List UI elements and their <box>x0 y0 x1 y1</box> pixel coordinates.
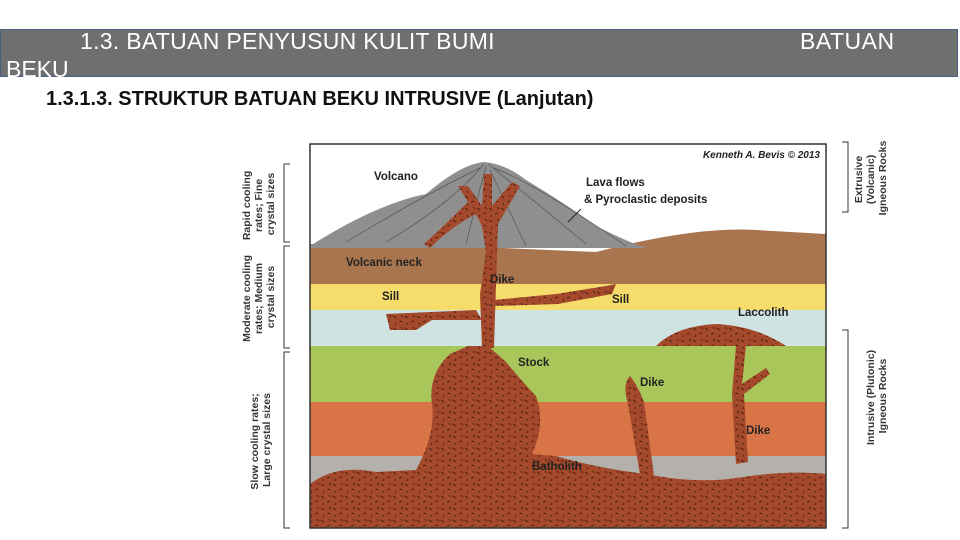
slide-subtitle: 1.3.1.3. STRUKTUR BATUAN BEKU INTRUSIVE … <box>46 88 593 111</box>
rapid-cooling-label: Rapid cooling rates; Fine crystal sizes <box>241 168 277 240</box>
laccolith-label: Laccolith <box>738 307 788 319</box>
dike-top-label: Dike <box>490 274 514 286</box>
dike-middle-label: Dike <box>640 377 664 389</box>
credit-label: Kenneth A. Bevis © 2013 <box>703 150 820 161</box>
slide-title-right: BATUAN <box>800 28 895 55</box>
batholith-label: Batholith <box>532 461 582 473</box>
volcanic-neck-label: Volcanic neck <box>346 257 422 269</box>
moderate-cooling-label: Moderate cooling rates; Medium crystal s… <box>241 252 277 342</box>
extrusive-label: Extrusive (Volcanic) Igneous Rocks <box>853 140 889 215</box>
volcano-label: Volcano <box>374 171 418 183</box>
sill-right-label: Sill <box>612 294 629 306</box>
slow-cooling-label: Slow cooling rates; Large crystal sizes <box>249 390 273 489</box>
layer-green <box>310 346 826 402</box>
right-rock-type-scale <box>842 142 848 528</box>
slide-title-continuation: BEKU <box>6 56 69 83</box>
igneous-structures-diagram: Rapid cooling rates; Fine crystal sizes … <box>236 134 902 534</box>
lava-flows-label: Lava flows <box>586 177 645 189</box>
dike-right-label: Dike <box>746 425 770 437</box>
sill-left-label: Sill <box>382 291 399 303</box>
pyroclastic-label: & Pyroclastic deposits <box>584 194 707 206</box>
intrusive-label: Intrusive (Plutonic) Igneous Rocks <box>865 347 889 445</box>
slide-title: 1.3. BATUAN PENYUSUN KULIT BUMI <box>80 28 495 55</box>
stock-label: Stock <box>518 357 550 369</box>
left-cooling-scale <box>284 164 290 528</box>
